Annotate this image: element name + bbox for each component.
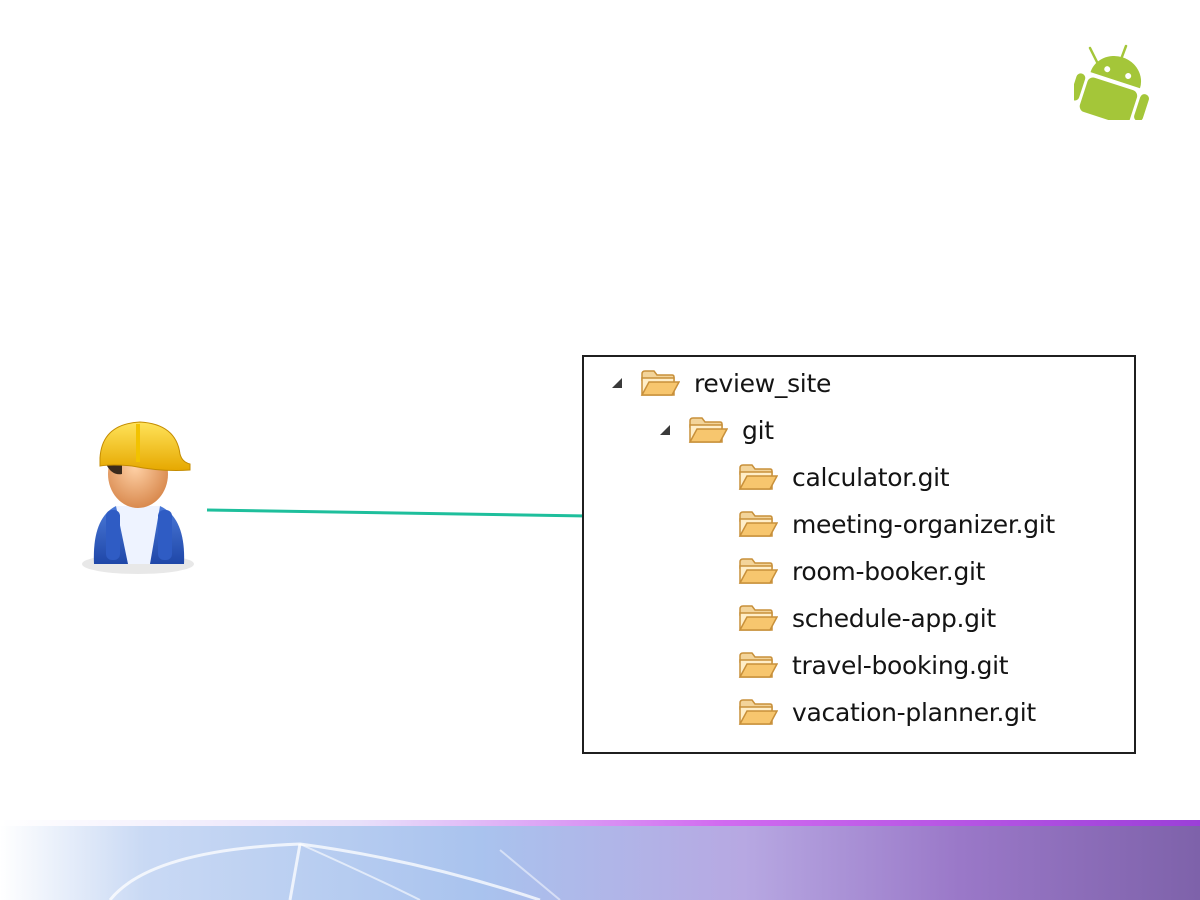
- tree-item-room-booker-git[interactable]: room-booker.git: [738, 551, 985, 591]
- construction-worker-icon: [82, 421, 194, 574]
- tree-item-calculator-git[interactable]: calculator.git: [738, 457, 950, 497]
- tree-item-label: meeting-organizer.git: [792, 509, 1055, 539]
- footer-decoration: [0, 820, 1200, 900]
- tree-item-label: travel-booking.git: [792, 650, 1009, 680]
- tree-item-travel-booking-git[interactable]: travel-booking.git: [738, 645, 1009, 685]
- folder-icon: [640, 370, 680, 396]
- android-robot-icon: [1074, 44, 1149, 120]
- folder-icon: [738, 699, 778, 725]
- tree-item-label: git: [742, 415, 774, 445]
- tree-item-label: vacation-planner.git: [792, 697, 1036, 727]
- tree-item-label: room-booker.git: [792, 556, 986, 586]
- tree-item-review-site[interactable]: review_site: [608, 363, 831, 403]
- folder-icon: [688, 417, 728, 443]
- tree-item-label: calculator.git: [792, 462, 950, 492]
- folder-icon: [738, 652, 778, 678]
- folder-icon: [738, 511, 778, 537]
- tree-item-git[interactable]: git: [656, 410, 774, 450]
- folder-icon: [738, 464, 778, 490]
- tree-item-vacation-planner-git[interactable]: vacation-planner.git: [738, 692, 1036, 732]
- tree-item-schedule-app-git[interactable]: schedule-app.git: [738, 598, 996, 638]
- tree-item-label: review_site: [694, 368, 832, 398]
- tree-item-meeting-organizer-git[interactable]: meeting-organizer.git: [738, 504, 1055, 544]
- expanded-triangle-icon[interactable]: [656, 421, 674, 439]
- tree-item-label: schedule-app.git: [792, 603, 996, 633]
- folder-icon: [738, 558, 778, 584]
- repository-tree-panel: review_site git calculator.git: [582, 355, 1136, 754]
- folder-icon: [738, 605, 778, 631]
- expanded-triangle-icon[interactable]: [608, 374, 626, 392]
